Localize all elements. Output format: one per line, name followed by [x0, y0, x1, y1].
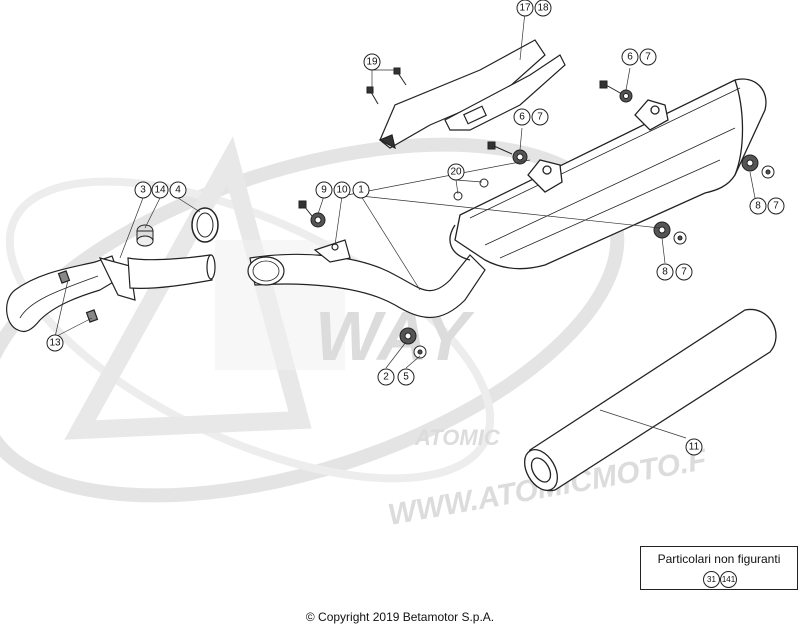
callout-14: 14: [151, 181, 169, 199]
callout-7-low: 7: [675, 263, 693, 281]
callout-20: 20: [447, 163, 465, 181]
callout-3: 3: [134, 181, 152, 199]
svg-text:8: 8: [662, 267, 668, 278]
legend-code-141: 141: [720, 571, 737, 588]
callout-9: 9: [315, 181, 333, 199]
svg-text:9: 9: [321, 185, 327, 196]
mid-pipe: [247, 239, 486, 319]
silencer-body: [449, 78, 767, 270]
callout-17: 17: [516, 0, 534, 17]
svg-text:5: 5: [403, 372, 409, 383]
copyright-footer: © Copyright 2019 Betamotor S.p.A.: [305, 610, 495, 624]
callout-8-low: 8: [656, 263, 674, 281]
callout-19: 19: [363, 53, 381, 71]
callout-7-right: 7: [767, 197, 785, 215]
gasket-ring: [191, 207, 219, 243]
fasteners: [298, 67, 775, 359]
protective-sleeve: [523, 308, 777, 492]
legend-code-31: 31: [703, 571, 720, 588]
callouts: 3 14 4 13 9 10 1 2 5 17 18 19 20 6 7 6 7…: [46, 0, 785, 456]
callout-18: 18: [534, 0, 552, 17]
svg-text:8: 8: [755, 201, 761, 212]
svg-text:6: 6: [627, 52, 633, 63]
svg-text:18: 18: [537, 3, 549, 14]
svg-text:2: 2: [383, 372, 389, 383]
callout-13: 13: [46, 334, 64, 352]
svg-text:7: 7: [645, 52, 651, 63]
callout-6-mid: 6: [513, 108, 531, 126]
callout-1: 1: [352, 181, 370, 199]
svg-text:4: 4: [175, 185, 181, 196]
svg-text:13: 13: [49, 338, 61, 349]
svg-text:7: 7: [537, 112, 543, 123]
callout-4: 4: [169, 181, 187, 199]
svg-text:19: 19: [366, 57, 378, 68]
callout-2: 2: [377, 368, 395, 386]
svg-text:10: 10: [336, 185, 348, 196]
watermark-logo: ATOMIC: [414, 425, 501, 450]
callout-10: 10: [333, 181, 351, 199]
svg-text:6: 6: [519, 112, 525, 123]
leader-lines: [54, 11, 756, 439]
callout-11: 11: [685, 438, 703, 456]
svg-text:20: 20: [450, 167, 462, 178]
svg-text:7: 7: [681, 267, 687, 278]
callout-8-right: 8: [749, 197, 767, 215]
legend-parts-not-shown: Particolari non figuranti 31 141: [640, 546, 798, 590]
svg-text:1: 1: [358, 185, 364, 196]
svg-text:7: 7: [773, 201, 779, 212]
header-pipe: [6, 254, 216, 333]
callout-7-top: 7: [639, 48, 657, 66]
svg-text:17: 17: [519, 3, 531, 14]
svg-text:14: 14: [154, 185, 166, 196]
callout-5: 5: [397, 368, 415, 386]
svg-text:3: 3: [140, 185, 146, 196]
callout-6-top: 6: [621, 48, 639, 66]
plug-cap: [136, 224, 154, 247]
legend-title: Particolari non figuranti: [657, 552, 781, 566]
heat-shield: [378, 39, 566, 150]
callout-7-mid: 7: [531, 108, 549, 126]
svg-text:11: 11: [689, 442, 700, 453]
